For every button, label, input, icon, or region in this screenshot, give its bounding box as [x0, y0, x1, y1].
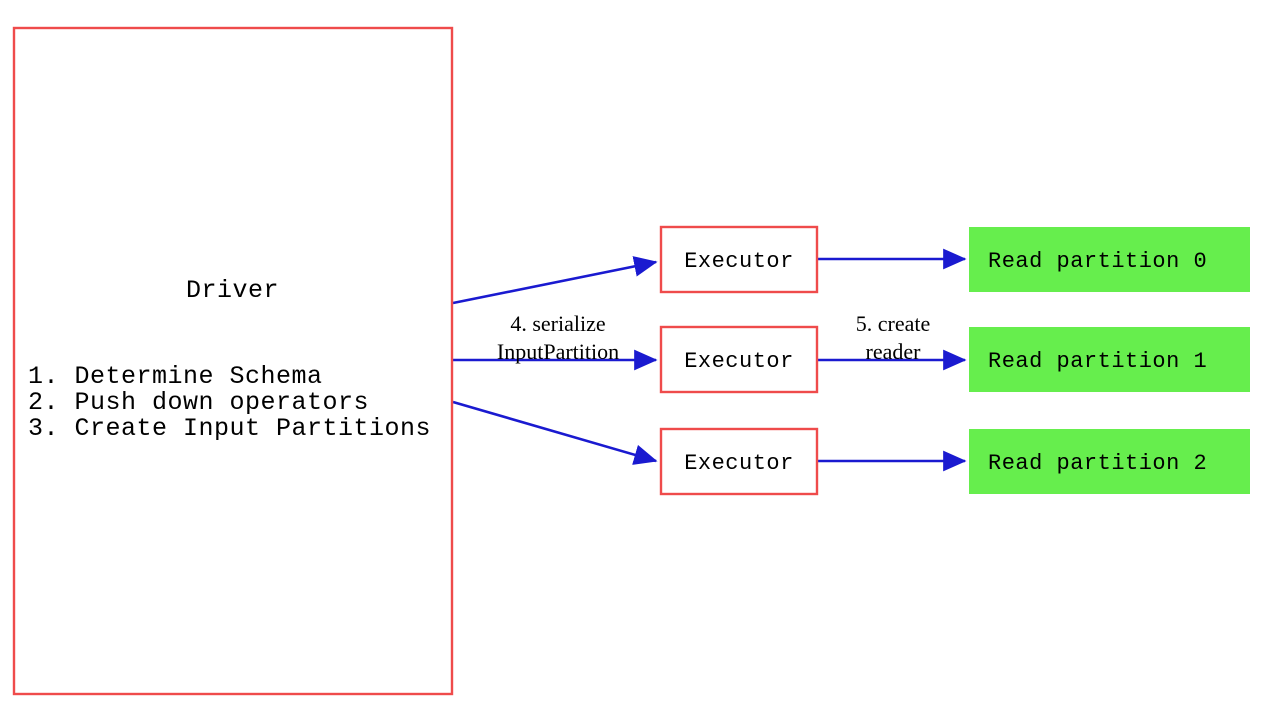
edge-label-create-reader: 5. create reader — [855, 311, 931, 365]
executor-box-2[interactable] — [659, 325, 819, 394]
edge-label-serialize-inputpartition: 4. serialize InputPartition — [496, 311, 620, 365]
partition-box-1[interactable] — [969, 327, 1250, 392]
executor-box-3[interactable] — [659, 427, 819, 496]
executor-label-1: Executor — [684, 249, 794, 274]
partition-box-0[interactable] — [969, 227, 1250, 292]
arrow-driver-to-executor-1 — [452, 256, 658, 305]
executor-box-1[interactable] — [659, 225, 819, 294]
arrow-driver-to-executor-3 — [452, 400, 658, 465]
partition-box-2[interactable] — [969, 429, 1250, 494]
driver-box[interactable] — [12, 26, 454, 696]
partition-label-1: Read partition 1 — [988, 349, 1208, 374]
driver-steps-list: 1. Determine Schema 2. Push down operato… — [28, 362, 432, 443]
executor-label-3: Executor — [684, 451, 794, 476]
partition-label-0: Read partition 0 — [988, 249, 1208, 274]
executor-label-2: Executor — [684, 349, 794, 374]
partition-label-2: Read partition 2 — [988, 451, 1208, 476]
driver-title: Driver — [185, 276, 279, 305]
